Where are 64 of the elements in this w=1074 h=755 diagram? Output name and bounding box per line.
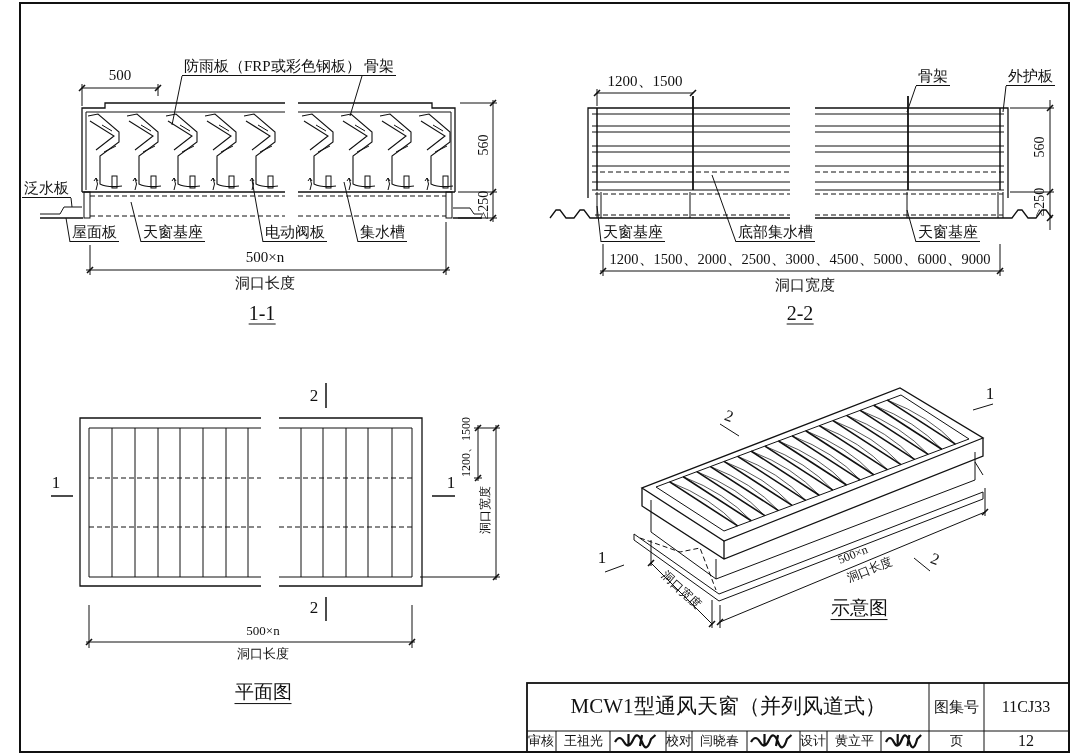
dimension-text: 1200、1500、2000、2500、3000、4500、5000、6000、9000 — [609, 252, 991, 268]
dimension-text: 500 — [108, 66, 132, 84]
leader-line — [70, 197, 73, 208]
section-mark: 2 — [722, 406, 736, 426]
dimension-text: ≥250 — [476, 190, 492, 220]
title-block-text: 页 — [949, 733, 963, 749]
title-block-text: 闫晓春 — [699, 733, 739, 749]
roof-flashing-drawing — [39, 206, 83, 215]
part-label: 天窗基座 — [141, 224, 205, 243]
drawing-title: MCW1型通风天窗（并列风道式） — [570, 695, 886, 719]
part-label: 防雨板（FRP或彩色钢板） — [182, 58, 363, 77]
leader-line — [65, 217, 71, 243]
leader-line — [596, 205, 602, 243]
section-mark: 2 — [928, 549, 942, 569]
title-block-text: 图集号 — [933, 698, 979, 716]
leader-line — [171, 75, 183, 126]
section-mark: 2 — [309, 386, 319, 406]
dimension-text: 1200、1500 — [607, 72, 683, 90]
title-block-text: 设计 — [800, 733, 826, 749]
view-title: 平面图 — [234, 682, 292, 704]
roof-panel-line — [39, 217, 84, 219]
leader-line — [349, 75, 363, 117]
title-block-text: 黄立平 — [834, 733, 874, 749]
dimension-text: 洞口长度 — [235, 274, 295, 292]
section-mark: 2 — [309, 598, 319, 618]
title-block-text: 王祖光 — [563, 733, 603, 749]
dimension-text: 洞口宽度 — [479, 486, 493, 534]
section-mark: 1 — [985, 384, 995, 404]
dimension-text: 560 — [476, 134, 492, 156]
part-label: 泛水板 — [22, 180, 71, 199]
section-mark: 1 — [597, 548, 607, 568]
title-block-text: 校对 — [666, 733, 692, 749]
dimension-text: ≥250 — [1032, 187, 1048, 217]
part-label: 电动阀板 — [263, 224, 327, 243]
leader-line — [906, 85, 917, 113]
section-mark: 1 — [51, 473, 61, 493]
dimension-text: 1200、1500 — [460, 417, 474, 477]
part-label: 骨架 — [916, 68, 950, 87]
title-block-text: 11CJ33 — [1001, 698, 1051, 716]
part-label: 外护板 — [1006, 68, 1055, 87]
title-block-text: 审核 — [528, 733, 554, 749]
dimension-text: 500×n — [246, 623, 280, 639]
part-label: 骨架 — [362, 58, 396, 77]
leader-line — [130, 201, 142, 243]
part-label: 集水槽 — [358, 224, 407, 243]
leader-line — [711, 174, 737, 243]
view-title: 2-2 — [786, 301, 814, 325]
title-block-text: 12 — [1018, 732, 1034, 750]
part-label: 屋面板 — [70, 224, 119, 243]
dimension-text: 洞口宽度 — [775, 276, 835, 294]
leader-line — [906, 209, 917, 243]
part-label: 天窗基座 — [601, 224, 665, 243]
dimension-text: 560 — [1032, 136, 1048, 158]
leader-line — [251, 179, 264, 243]
dimension-text: 洞口长度 — [237, 646, 289, 662]
part-label: 天窗基座 — [916, 224, 980, 243]
leader-line — [1002, 85, 1007, 113]
view-title: 1-1 — [248, 301, 276, 325]
dimension-text: 500×n — [245, 248, 285, 266]
section-mark: 1 — [446, 473, 456, 493]
part-label: 底部集水槽 — [736, 224, 815, 243]
view-title: 示意图 — [830, 598, 888, 620]
leader-line — [343, 181, 359, 243]
dimension-text: 500×n — [836, 543, 870, 567]
